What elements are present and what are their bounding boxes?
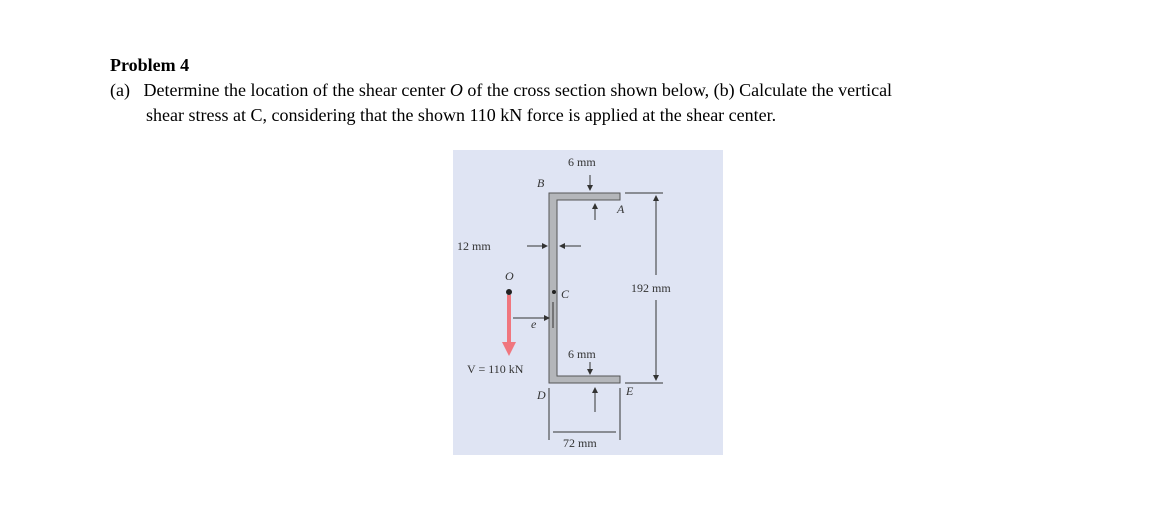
web-thickness-label: 12 mm — [457, 239, 491, 253]
force-arrow-head — [502, 342, 516, 356]
width-label: 72 mm — [563, 436, 597, 450]
point-e-label: E — [625, 384, 634, 398]
height-label: 192 mm — [631, 281, 671, 295]
part-a-label: (a) — [110, 80, 130, 100]
shear-center-symbol: O — [449, 80, 463, 100]
part-a-text-post: of the cross section shown below, (b) Ca… — [462, 80, 893, 100]
bottom-flange-thickness-label: 6 mm — [568, 347, 596, 361]
point-b-label: B — [537, 176, 545, 190]
point-c-marker — [552, 290, 556, 294]
top-flange-thickness-label: 6 mm — [568, 155, 596, 169]
eccentricity-e-label: e — [531, 317, 537, 331]
force-label: V = 110 kN — [467, 362, 524, 376]
problem-line-1: (a) Determine the location of the shear … — [110, 80, 892, 101]
cross-section-figure: 6 mm B A C D E O e 12 mm V = 110 kN 6 mm — [453, 150, 723, 455]
part-a-text-pre: Determine the location of the shear cent… — [143, 80, 450, 100]
shear-center-o-label: O — [505, 269, 514, 283]
problem-title: Problem 4 — [110, 55, 190, 75]
point-c-label: C — [561, 287, 570, 301]
point-a-label: A — [616, 202, 625, 216]
channel-section — [548, 192, 621, 384]
point-d-label: D — [536, 388, 546, 402]
problem-line-2: shear stress at C, considering that the … — [146, 105, 777, 125]
shear-center-marker — [506, 289, 512, 295]
cross-section-diagram: 6 mm B A C D E O e 12 mm V = 110 kN 6 mm — [457, 155, 671, 450]
